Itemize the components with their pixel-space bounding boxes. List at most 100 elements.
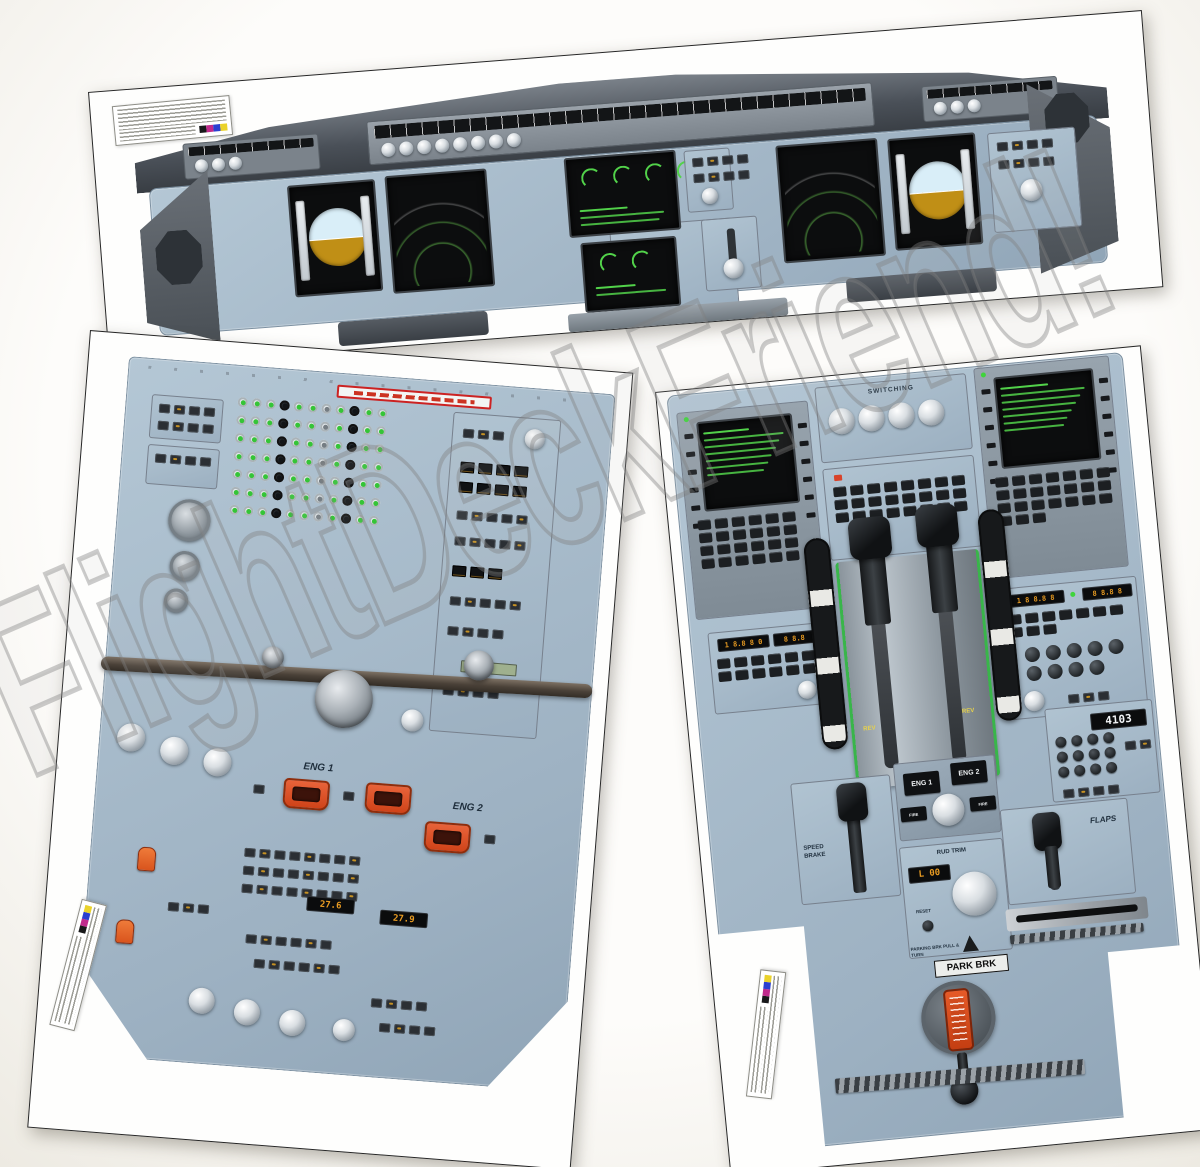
panel-pushbutton bbox=[1082, 691, 1095, 702]
mini-display bbox=[487, 568, 503, 581]
atc-transponder-panel: 4103 bbox=[1044, 698, 1161, 803]
line-select-key bbox=[988, 460, 998, 467]
overhead-pushbutton bbox=[343, 477, 355, 489]
keyboard-key bbox=[1015, 513, 1030, 525]
keyboard-key bbox=[1045, 471, 1060, 483]
rotary-knob bbox=[857, 404, 886, 433]
overhead-pushbutton bbox=[279, 400, 291, 411]
rmp-keys bbox=[715, 647, 823, 683]
line-select-key bbox=[1102, 413, 1112, 420]
rotary-knob bbox=[950, 100, 965, 115]
panel-pushbutton bbox=[245, 933, 258, 944]
rud-trim-panel: RUD TRIM L 00 RESET bbox=[898, 837, 1014, 960]
misc-buttons bbox=[996, 153, 1057, 176]
keyboard-key bbox=[718, 555, 733, 568]
speed-brake-handle bbox=[835, 781, 869, 823]
eng2-master-placard: ENG 2 bbox=[949, 759, 988, 786]
rev-label-left: REV bbox=[863, 725, 876, 733]
mcdu-keypad bbox=[993, 464, 1119, 527]
keyboard-key bbox=[901, 492, 916, 504]
overhead-pushbutton bbox=[363, 406, 374, 418]
overhead-pushbutton bbox=[300, 492, 311, 503]
keyboard-key bbox=[1098, 492, 1113, 504]
keyboard-panel bbox=[822, 454, 983, 561]
panel-pushbutton bbox=[483, 834, 496, 844]
line-select-key bbox=[804, 494, 815, 501]
line-select-key bbox=[1105, 449, 1116, 456]
flaps-label: FLAPS bbox=[1089, 813, 1117, 826]
overhead-pushbutton bbox=[316, 457, 328, 469]
panel-pushbutton bbox=[738, 169, 750, 180]
overhead-pushbutton bbox=[344, 459, 356, 471]
panel-pushbutton bbox=[1097, 690, 1110, 701]
line-select-key bbox=[687, 469, 698, 476]
panel-pushbutton bbox=[1077, 786, 1090, 797]
keyboard-key bbox=[1097, 479, 1112, 491]
keyboard-key bbox=[766, 525, 781, 537]
rotary-knob-small bbox=[1086, 640, 1104, 657]
ecam-lower-display bbox=[580, 235, 682, 314]
small-placard: FIRE bbox=[969, 795, 997, 812]
overhead-pushbutton bbox=[249, 415, 261, 427]
line-select-key bbox=[799, 440, 809, 447]
panel-pushbutton bbox=[1041, 137, 1054, 148]
switching-panel: SWITCHING bbox=[814, 373, 973, 464]
panel-pushbutton bbox=[1026, 138, 1039, 149]
panel-pushbutton bbox=[378, 1022, 391, 1033]
keyboard-key bbox=[785, 549, 800, 561]
color-swatch bbox=[762, 981, 771, 990]
keyboard-key bbox=[718, 670, 733, 682]
overhead-pushbutton bbox=[330, 458, 342, 470]
panel-pushbutton bbox=[509, 600, 522, 611]
rmp-frequency-display: 8 8.8 8 bbox=[1081, 583, 1133, 601]
keypad-button bbox=[1103, 746, 1116, 759]
panel-pushbutton bbox=[305, 938, 317, 949]
color-calibration-bar bbox=[761, 974, 772, 1004]
orange-guarded-switch bbox=[114, 918, 135, 945]
rotary-knob bbox=[398, 140, 414, 156]
keyboard-key bbox=[1064, 495, 1079, 507]
panel-pushbutton bbox=[253, 783, 265, 794]
line-select-key bbox=[986, 442, 996, 449]
mcdu-keypad bbox=[695, 507, 817, 570]
line-select-key bbox=[1098, 377, 1109, 384]
color-swatch bbox=[83, 904, 92, 914]
screen-text-line bbox=[1004, 423, 1064, 432]
panel-pushbutton bbox=[477, 627, 489, 638]
keyboard-key bbox=[1014, 500, 1029, 512]
keyboard-key bbox=[1028, 472, 1043, 485]
rotary-knob-small bbox=[1024, 646, 1041, 663]
panel-pushbutton bbox=[514, 540, 526, 551]
overhead-pushbutton bbox=[263, 416, 275, 428]
minipanel-buttons bbox=[152, 450, 213, 473]
line-select-key bbox=[797, 422, 808, 429]
overhead-pushbutton bbox=[374, 443, 385, 455]
reset-label: RESET bbox=[915, 907, 932, 915]
keyboard-key bbox=[1081, 493, 1096, 506]
overhead-pushbutton bbox=[284, 508, 296, 520]
keyboard-key bbox=[1026, 624, 1041, 636]
overhead-pushbutton bbox=[230, 486, 242, 498]
panel-pushbutton bbox=[385, 998, 398, 1009]
mcdu-annunciator bbox=[980, 372, 987, 378]
ecam-upper-display bbox=[563, 149, 698, 239]
rotary-knob-small bbox=[1088, 659, 1106, 676]
panel-pushbutton bbox=[172, 421, 185, 432]
rotary-knob bbox=[194, 158, 209, 173]
keyboard-key bbox=[934, 475, 949, 488]
engine-dial bbox=[599, 252, 621, 274]
speed-brake-label: SPEED BRAKE bbox=[803, 843, 826, 860]
overhead-pushbutton bbox=[305, 420, 317, 432]
keyboard-key bbox=[1012, 487, 1027, 499]
rmp-rotary-knobs bbox=[1021, 635, 1136, 684]
engine-dial bbox=[612, 164, 634, 187]
screen-text-line bbox=[579, 205, 628, 213]
overhead-pushbutton bbox=[298, 509, 310, 521]
overhead-pushbutton bbox=[251, 397, 263, 409]
panel-pushbutton bbox=[304, 851, 316, 862]
overhead-pushbutton bbox=[340, 513, 352, 525]
panel-pushbutton bbox=[454, 535, 466, 546]
screen-text-line bbox=[707, 468, 765, 477]
rmp-left: 1 8.8 8 0 8 8.8 bbox=[707, 622, 827, 715]
overhead-pushbutton bbox=[258, 488, 270, 500]
